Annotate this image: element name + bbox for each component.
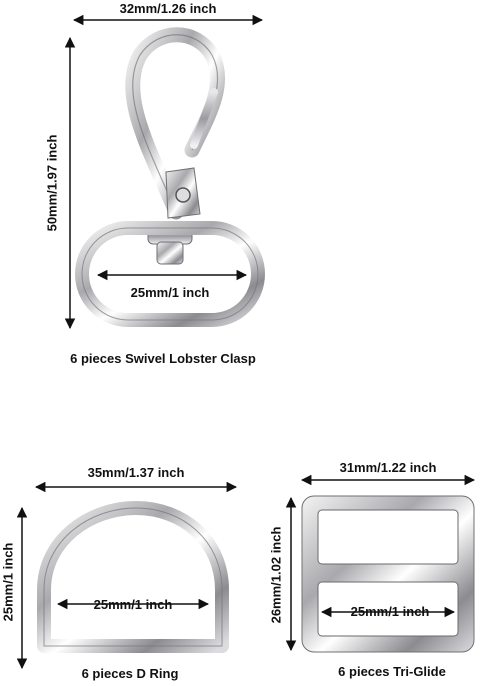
d-ring-image xyxy=(37,501,229,653)
dring-caption: 6 pieces D Ring xyxy=(81,666,179,681)
triglide-inner-label: 25mm/1 inch xyxy=(350,604,430,619)
lobster-clasp-image xyxy=(75,27,265,327)
clasp-inner-label: 25mm/1 inch xyxy=(130,285,210,300)
clasp-width-label: 32mm/1.26 inch xyxy=(119,1,217,16)
dring-inner-label: 25mm/1 inch xyxy=(93,597,173,612)
clasp-height-label: 50mm/1.97 inch xyxy=(44,134,60,232)
triglide-height-label: 26mm/1.02 inch xyxy=(268,526,284,624)
dring-height-label: 25mm/1 inch xyxy=(0,542,16,622)
dring-width-label: 35mm/1.37 inch xyxy=(87,465,185,480)
tri-glide-image xyxy=(301,495,475,653)
triglide-width-label: 31mm/1.22 inch xyxy=(339,460,437,475)
triglide-caption: 6 pieces Tri-Glide xyxy=(338,664,446,679)
clasp-caption: 6 pieces Swivel Lobster Clasp xyxy=(70,351,256,366)
